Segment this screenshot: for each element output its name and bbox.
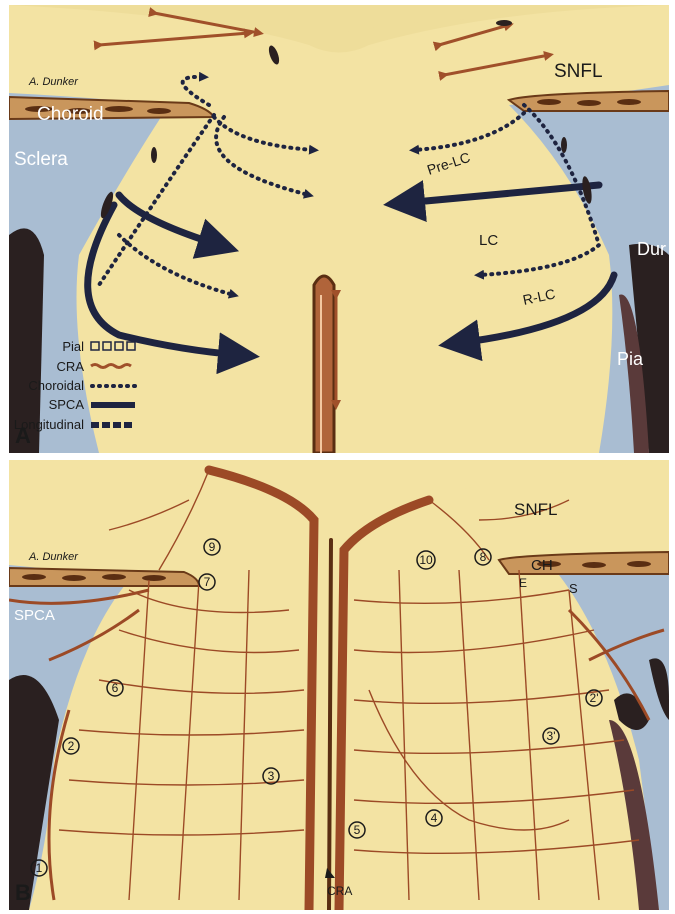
label-dura: Dur xyxy=(637,239,666,259)
artist-signature-b: A. Dunker xyxy=(28,551,79,563)
svg-text:3: 3 xyxy=(268,769,275,783)
svg-text:7: 7 xyxy=(204,575,211,589)
label-snfl-b: SNFL xyxy=(514,500,557,519)
svg-text:4: 4 xyxy=(431,811,438,825)
panel-a: A. Dunker Choroid Sclera SNFL Pre-LC LC … xyxy=(9,5,669,453)
svg-text:3': 3' xyxy=(547,729,556,743)
marker-10: 10 xyxy=(417,551,435,569)
label-e: E xyxy=(519,576,527,590)
legend-label-spca: SPCA xyxy=(49,397,85,412)
svg-text:5: 5 xyxy=(354,823,361,837)
label-snfl: SNFL xyxy=(554,61,603,82)
svg-text:8: 8 xyxy=(480,550,487,564)
label-ch: CH xyxy=(531,557,553,574)
label-choroid: Choroid xyxy=(37,104,104,125)
label-sclera: Sclera xyxy=(14,149,68,170)
svg-text:9: 9 xyxy=(209,540,216,554)
panel-b: SNFL A. Dunker CH E S SPCA CRA 1 2 3 4 5… xyxy=(9,460,669,910)
legend-label-cra: CRA xyxy=(57,359,85,374)
label-pia: Pia xyxy=(617,349,644,369)
label-spca-b: SPCA xyxy=(14,607,55,624)
legend-label-choroidal: Choroidal xyxy=(28,378,84,393)
panel-letter-b: B xyxy=(15,880,31,905)
panel-a-illustration: A. Dunker Choroid Sclera SNFL Pre-LC LC … xyxy=(9,5,669,453)
panel-b-illustration: SNFL A. Dunker CH E S SPCA CRA 1 2 3 4 5… xyxy=(9,460,669,910)
svg-text:1: 1 xyxy=(36,861,43,875)
label-s: S xyxy=(569,581,578,596)
cra-trunk xyxy=(314,276,334,453)
svg-text:6: 6 xyxy=(112,681,119,695)
svg-text:10: 10 xyxy=(419,553,433,567)
svg-text:2: 2 xyxy=(68,739,75,753)
label-cra-b: CRA xyxy=(327,884,352,898)
artist-signature-a: A. Dunker xyxy=(28,76,79,88)
legend-label-pial: Pial xyxy=(62,339,84,354)
panel-letter-a: A xyxy=(15,423,31,448)
svg-text:2': 2' xyxy=(590,691,599,705)
label-lc: LC xyxy=(479,232,498,249)
